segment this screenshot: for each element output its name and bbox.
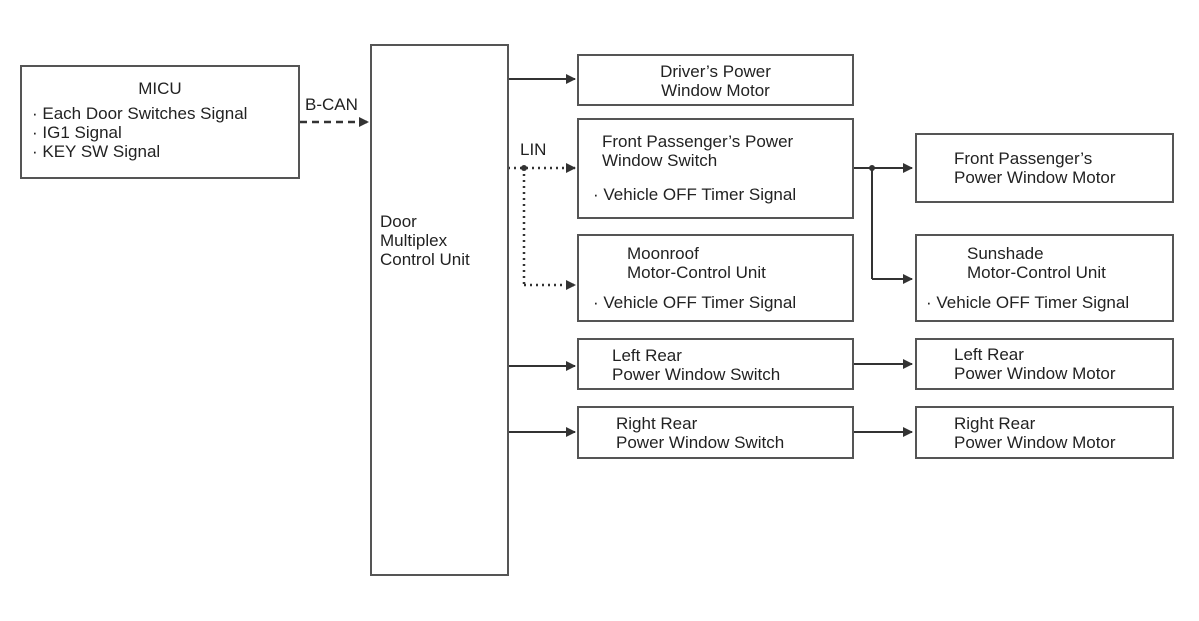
driver-motor-line-2: Window Motor <box>661 81 770 100</box>
micu-title: MICU <box>138 79 182 98</box>
sunshade-motor-control-unit-box: Sunshade Motor-Control Unit · Vehicle OF… <box>915 234 1174 322</box>
sunshade-line-1: Sunshade <box>967 244 1044 263</box>
lin-junction <box>521 165 527 171</box>
right-rear-motor-line-2: Power Window Motor <box>954 433 1116 452</box>
right-rear-switch-line-2: Power Window Switch <box>616 433 785 452</box>
moonroof-line-1: Moonroof <box>627 244 699 263</box>
micu-box: MICU · Each Door Switches Signal · IG1 S… <box>20 65 300 179</box>
front-passenger-window-motor-box: Front Passenger’s Power Window Motor <box>915 133 1174 203</box>
lin-label: LIN <box>520 140 547 159</box>
driver-power-window-motor-box: Driver’s Power Window Motor <box>577 54 854 106</box>
left-rear-window-switch-box: Left Rear Power Window Switch <box>577 338 854 390</box>
front-pass-switch-line-1: Front Passenger’s Power <box>602 132 794 151</box>
micu-signal-ig1: · IG1 Signal <box>32 123 122 142</box>
right-rear-window-motor-box: Right Rear Power Window Motor <box>915 406 1174 459</box>
left-rear-window-motor-box: Left Rear Power Window Motor <box>915 338 1174 390</box>
front-pass-switch-line-2: Window Switch <box>602 151 718 170</box>
driver-motor-line-1: Driver’s Power <box>660 62 771 81</box>
right-rear-motor-line-1: Right Rear <box>954 414 1036 433</box>
left-rear-motor-line-1: Left Rear <box>954 345 1024 364</box>
sunshade-line-2: Motor-Control Unit <box>967 263 1106 282</box>
left-rear-motor-line-2: Power Window Motor <box>954 364 1116 383</box>
left-rear-switch-line-1: Left Rear <box>612 346 682 365</box>
door-multiplex-control-unit-box: Door Multiplex Control Unit <box>370 44 509 576</box>
sunshade-signal: · Vehicle OFF Timer Signal <box>926 293 1130 312</box>
moonroof-signal: · Vehicle OFF Timer Signal <box>593 293 797 312</box>
door-unit-line-1: Door <box>380 212 417 231</box>
moonroof-motor-control-unit-box: Moonroof Motor-Control Unit · Vehicle OF… <box>577 234 854 322</box>
moonroof-line-2: Motor-Control Unit <box>627 263 766 282</box>
bcan-label: B-CAN <box>305 95 358 114</box>
micu-signal-key-sw: · KEY SW Signal <box>32 142 161 161</box>
front-passenger-window-switch-box: Front Passenger’s Power Window Switch · … <box>577 118 854 219</box>
front-pass-motor-line-1: Front Passenger’s <box>954 149 1093 168</box>
right-rear-switch-line-1: Right Rear <box>616 414 698 433</box>
front-pass-junction <box>869 165 875 171</box>
door-unit-line-2: Multiplex <box>380 231 448 250</box>
micu-signal-door-switches: · Each Door Switches Signal <box>32 104 248 123</box>
front-pass-switch-signal: · Vehicle OFF Timer Signal <box>593 185 797 204</box>
left-rear-switch-line-2: Power Window Switch <box>612 365 781 384</box>
door-unit-line-3: Control Unit <box>380 250 470 269</box>
right-rear-window-switch-box: Right Rear Power Window Switch <box>577 406 854 459</box>
front-pass-motor-line-2: Power Window Motor <box>954 168 1116 187</box>
